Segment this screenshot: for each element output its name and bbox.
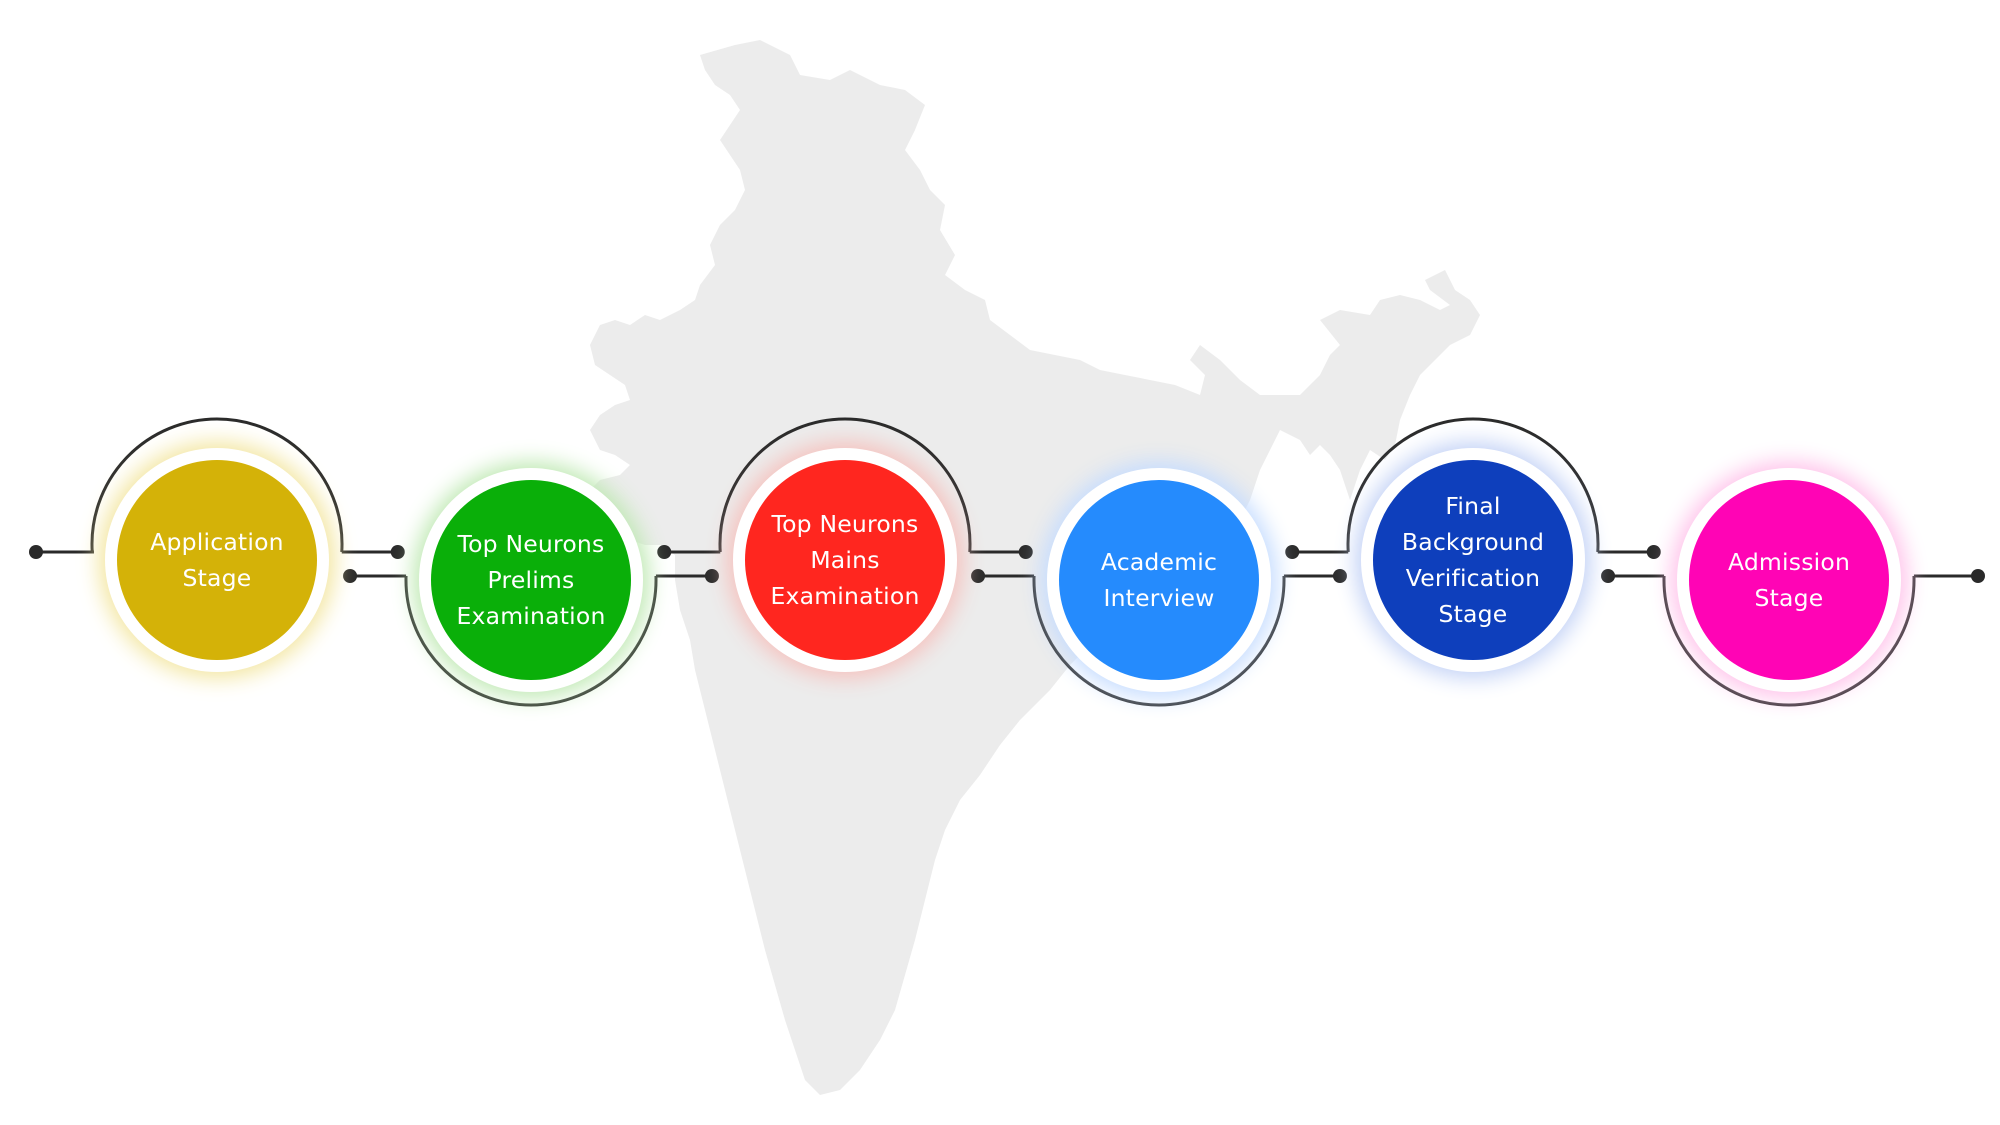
step-label-line: Examination (456, 602, 606, 630)
india-map-shape (590, 40, 1480, 1095)
step-label: Academic Interview (1059, 544, 1259, 616)
step-label-line: Admission (1727, 548, 1851, 576)
step-mains[interactable]: Top Neurons Mains Examination (733, 448, 957, 672)
step-label-line: Top Neurons (771, 510, 919, 538)
step-admission[interactable]: Admission Stage (1677, 468, 1901, 692)
step-label: Final Background Verification Stage (1373, 488, 1573, 632)
step-label-line: Top Neurons (457, 530, 605, 558)
step-verification[interactable]: Final Background Verification Stage (1361, 448, 1585, 672)
step-label-line: Examination (770, 582, 920, 610)
step-label: Top Neurons Mains Examination (745, 506, 945, 614)
step-label-line: Application (150, 528, 284, 556)
step-label-line: Verification (1405, 564, 1541, 592)
step-interview[interactable]: Academic Interview (1047, 468, 1271, 692)
step-label: Admission Stage (1689, 544, 1889, 616)
step-label-line: Interview (1103, 584, 1215, 612)
step-label-line: Prelims (487, 566, 575, 594)
step-label-line: Academic (1100, 548, 1218, 576)
step-label: Application Stage (117, 524, 317, 596)
step-label-line: Stage (182, 564, 252, 592)
step-label-line: Stage (1754, 584, 1824, 612)
step-label-line: Final (1445, 492, 1501, 520)
step-label-line: Mains (810, 546, 880, 574)
step-prelims[interactable]: Top Neurons Prelims Examination (419, 468, 643, 692)
step-application[interactable]: Application Stage (105, 448, 329, 672)
step-label-line: Background (1401, 528, 1545, 556)
step-label-line: Stage (1438, 600, 1508, 628)
step-label: Top Neurons Prelims Examination (431, 526, 631, 634)
